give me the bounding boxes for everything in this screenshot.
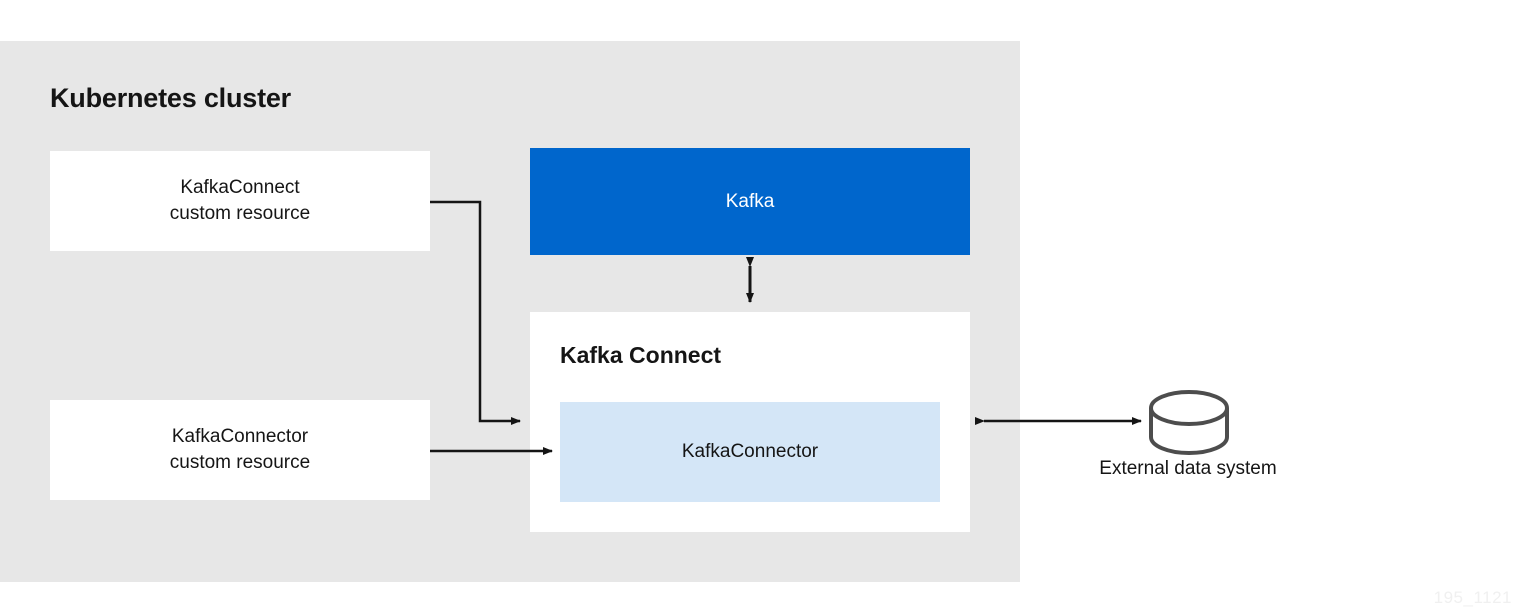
kafka-connect-cr-text: KafkaConnect custom resource	[170, 175, 310, 226]
kafka-connect-box: Kafka Connect KafkaConnector	[530, 312, 970, 532]
image-watermark: 195_1121	[1433, 588, 1512, 607]
kafka-connector-instance-box: KafkaConnector	[560, 402, 940, 502]
database-cylinder-icon	[1149, 390, 1229, 455]
kafka-connector-instance-label: KafkaConnector	[681, 441, 819, 462]
kafka-box-label: Kafka	[725, 190, 775, 212]
kafka-connector-cr-text: KafkaConnector custom resource	[170, 424, 310, 475]
kafka-box: Kafka	[530, 148, 970, 255]
kafka-connect-custom-resource-box: KafkaConnect custom resource	[50, 151, 430, 251]
kafka-connect-cr-line1: KafkaConnect	[180, 177, 300, 199]
kubernetes-cluster-title: Kubernetes cluster	[50, 83, 291, 113]
external-data-system-label: External data system	[1099, 458, 1277, 479]
kafka-connector-custom-resource-box: KafkaConnector custom resource	[50, 400, 430, 500]
kafka-connector-cr-line1: KafkaConnector	[171, 426, 309, 448]
kafka-connect-box-title: Kafka Connect	[560, 342, 722, 368]
kafka-connect-cr-line2: custom resource	[169, 203, 311, 224]
kafka-connector-cr-line2: custom resource	[169, 452, 311, 473]
